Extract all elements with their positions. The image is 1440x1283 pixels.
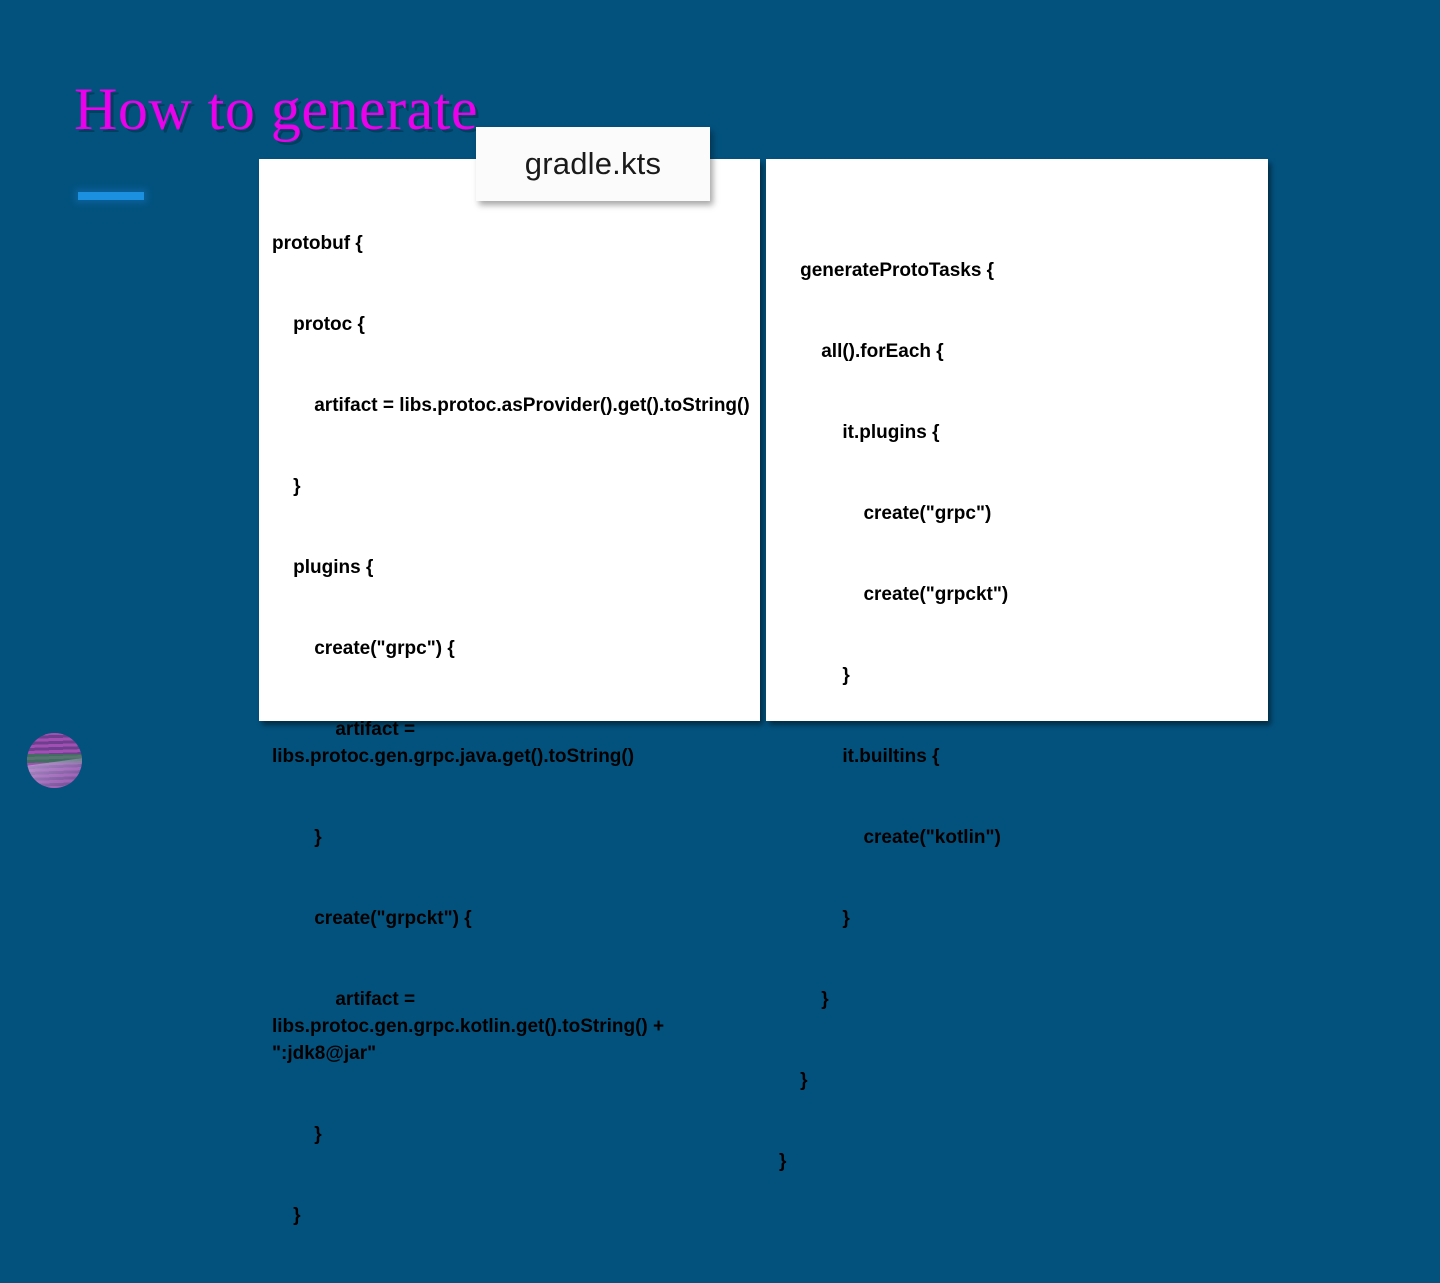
slide-canvas: How to generate protobuf { protoc { arti… bbox=[27, 76, 1268, 1226]
code-line: } bbox=[272, 827, 322, 848]
title-accent-bar bbox=[78, 192, 144, 200]
code-line: protoc { bbox=[272, 314, 365, 335]
code-line: create("grpckt") { bbox=[272, 908, 472, 929]
code-line: } bbox=[272, 476, 301, 497]
code-line: create("kotlin") bbox=[779, 827, 1001, 848]
code-line: generateProtoTasks { bbox=[779, 260, 995, 281]
code-panel-right: generateProtoTasks { all().forEach { it.… bbox=[766, 159, 1268, 1172]
code-line: artifact = libs.protoc.gen.grpc.java.get… bbox=[272, 719, 635, 767]
code-line: artifact = libs.protoc.gen.grpc.kotlin.g… bbox=[272, 989, 670, 1064]
code-line: all().forEach { bbox=[779, 341, 944, 362]
code-line: } bbox=[272, 1124, 322, 1145]
code-panel-left: protobuf { protoc { artifact = libs.prot… bbox=[259, 159, 760, 1226]
code-line: } bbox=[779, 1070, 808, 1091]
file-name-label: gradle.kts bbox=[524, 146, 662, 181]
code-line: create("grpckt") bbox=[779, 584, 1009, 605]
code-line: } bbox=[779, 989, 829, 1010]
code-block-right: generateProtoTasks { all().forEach { it.… bbox=[779, 203, 1260, 1229]
code-line: plugins { bbox=[272, 557, 374, 578]
code-line: artifact = libs.protoc.asProvider().get(… bbox=[272, 395, 750, 416]
file-name-tab: gradle.kts bbox=[476, 127, 710, 201]
code-line: } bbox=[779, 908, 850, 929]
logo-band bbox=[27, 753, 82, 763]
code-line: } bbox=[272, 1205, 301, 1226]
presentation-logo-icon bbox=[27, 733, 82, 788]
code-line: it.builtins { bbox=[779, 746, 940, 767]
code-line: it.plugins { bbox=[779, 422, 940, 443]
page-title: How to generate bbox=[74, 76, 479, 143]
code-line: protobuf { bbox=[272, 233, 363, 254]
code-line: } bbox=[779, 1151, 787, 1172]
code-line: create("grpc") bbox=[779, 503, 992, 524]
code-block-left: protobuf { protoc { artifact = libs.prot… bbox=[272, 176, 752, 1283]
code-line: } bbox=[779, 665, 850, 686]
code-line: create("grpc") { bbox=[272, 638, 455, 659]
